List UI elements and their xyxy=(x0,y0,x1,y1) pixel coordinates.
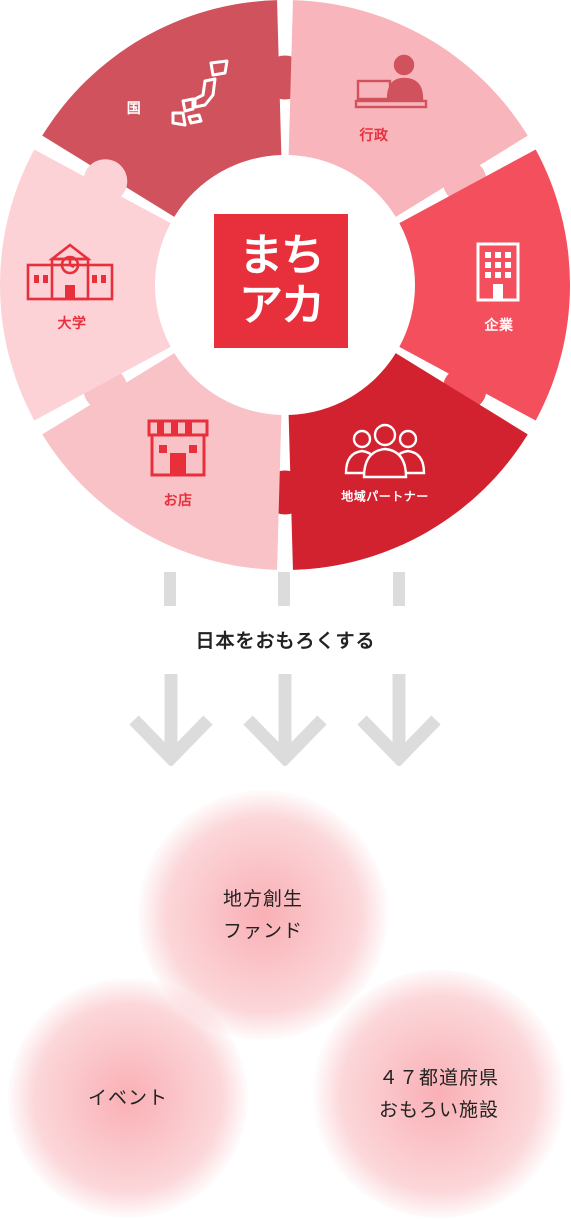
down-arrow-icon xyxy=(129,674,213,766)
building-icon xyxy=(476,242,520,302)
tagline: 日本をおもろくする xyxy=(195,630,376,652)
segment-label-shops: お店 xyxy=(163,493,193,509)
group-of-people-icon xyxy=(344,423,426,479)
outcome-facilities-line1: ４７都道府県 xyxy=(378,1067,499,1089)
school-clock-icon xyxy=(26,243,114,301)
puzzle-segment xyxy=(288,353,528,570)
puzzle-knob xyxy=(83,159,128,204)
segment-label-universities: 大学 xyxy=(57,316,87,332)
outcome-event-line1: イベント xyxy=(87,1087,168,1109)
connector-dash xyxy=(393,572,405,606)
japan-map-icon xyxy=(171,59,229,127)
logo-line-2: アカ xyxy=(239,280,325,331)
puzzle-wheel xyxy=(0,0,570,570)
outcome-bubble-event: イベント xyxy=(8,978,248,1218)
segment-label-regional-partners: 地域パートナー xyxy=(341,489,429,504)
down-arrow-icon xyxy=(357,674,441,766)
official-at-desk-icon xyxy=(354,54,428,109)
puzzle-segment xyxy=(0,149,171,421)
puzzle-segment xyxy=(399,149,570,421)
shop-icon xyxy=(147,419,209,477)
segment-label-country: 国 xyxy=(126,101,142,117)
outcome-bubble-facilities: ４７都道府県 おもろい施設 xyxy=(312,970,566,1218)
segment-label-companies: 企業 xyxy=(484,318,514,334)
segment-label-government: 行政 xyxy=(359,128,389,144)
connector-dash xyxy=(164,572,176,606)
logo-line-1: まち xyxy=(239,230,325,281)
down-arrow-icon xyxy=(243,674,327,766)
outcome-fund-line1: 地方創生 xyxy=(222,888,303,910)
outcome-facilities-line2: おもろい施設 xyxy=(378,1099,499,1121)
outcome-fund-line2: ファンド xyxy=(222,920,303,942)
machi-aka-logo: まち アカ xyxy=(214,214,348,348)
connector-dash xyxy=(278,572,290,606)
